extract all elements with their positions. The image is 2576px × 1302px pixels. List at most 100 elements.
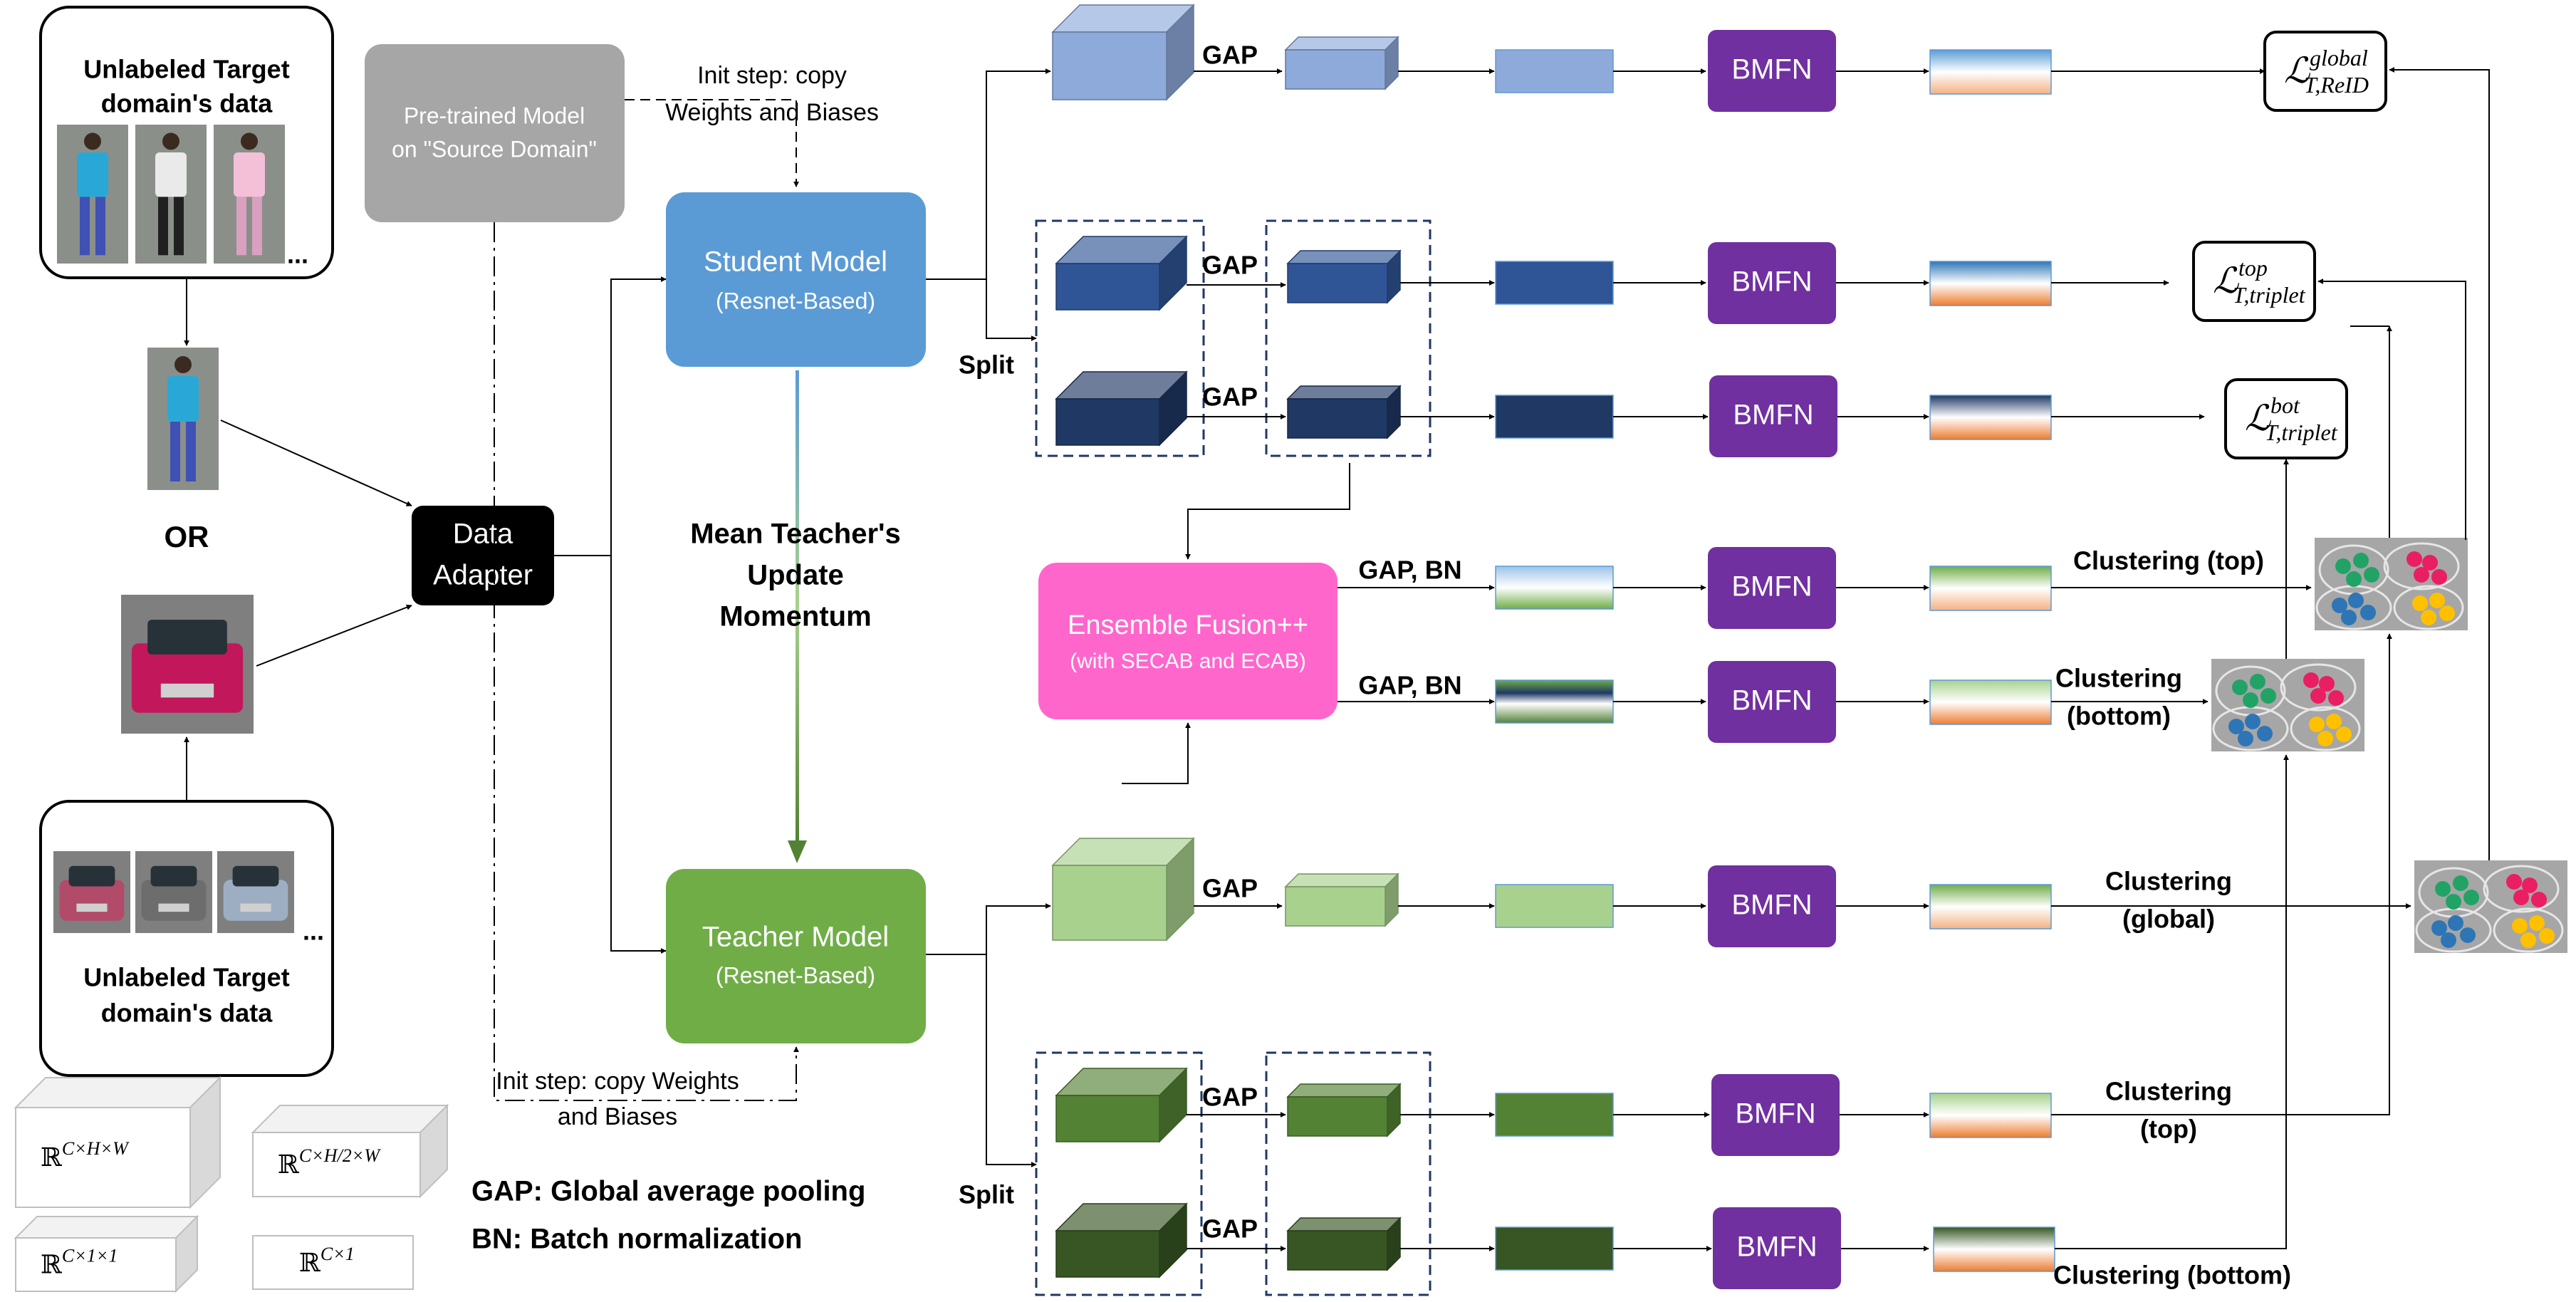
ensemble-fusion-box — [1038, 563, 1337, 719]
cluster-global-image-point-1 — [2453, 875, 2468, 891]
cluster-top-image-point-14 — [2421, 610, 2436, 625]
teacher-top-pooled-front — [1287, 1096, 1388, 1137]
loss-top-triplet-frame — [2192, 241, 2316, 322]
fusion-top-bmfn-label: BMFN — [1731, 571, 1812, 603]
teacher-bottom-bmfn — [1713, 1207, 1841, 1289]
cluster-top2-label-line2: (top) — [2140, 1115, 2197, 1144]
person-photo-2-head — [162, 132, 179, 150]
teacher-split-dashed-box — [1035, 1051, 1203, 1296]
teacher-top-pooled — [1286, 1083, 1402, 1137]
cluster-bottom-image-point-9 — [2245, 714, 2260, 729]
data-adapter-label-line2: Adapter — [433, 560, 533, 591]
person-photo-2-leg-l — [158, 197, 168, 256]
loss-global-reid-frame — [2263, 31, 2387, 112]
legend-cube-chw-front — [15, 1107, 191, 1208]
person-photo-1 — [57, 125, 128, 264]
legend-cube-ch2w-top — [251, 1105, 449, 1133]
legend-gap-definition: GAP: Global average pooling — [471, 1176, 865, 1207]
legend-cube-c11-front — [15, 1237, 177, 1292]
teacher-global-pooled — [1284, 873, 1399, 927]
teacher-model-box — [666, 869, 926, 1043]
arrow-vehicle-to-adapter — [256, 604, 412, 667]
cluster-bottom-image-point-10 — [2238, 731, 2253, 746]
student-bottom-vector — [1495, 395, 1614, 439]
student-top-cube-front — [1055, 263, 1160, 311]
arrow-student-features-to-fusion — [1185, 463, 1350, 560]
vehicle-photo-2-body — [141, 880, 207, 921]
cluster-global-image-point-8 — [2431, 920, 2447, 936]
momentum-arrow-shaft — [796, 370, 799, 840]
student-bottom-pooled — [1286, 385, 1402, 439]
cluster-top-image-point-0 — [2335, 558, 2351, 574]
vehicle-panel-title-line1: Unlabeled Target — [83, 963, 289, 992]
student-gap-dashed-box — [1265, 219, 1432, 457]
person-panel-ellipsis: ... — [287, 240, 308, 269]
teacher-top-vector — [1495, 1093, 1614, 1137]
person-photo-3-leg-r — [252, 197, 262, 256]
student-global-output — [1929, 49, 2052, 95]
vehicle-photo-1-windshield — [68, 865, 115, 887]
student-top-vector — [1495, 261, 1614, 305]
fusion-bottom-bmfn — [1708, 661, 1836, 743]
student-global-bmfn-label: BMFN — [1731, 54, 1812, 85]
cluster-bottom-image-point-5 — [2319, 676, 2335, 692]
student-model-box — [666, 192, 926, 367]
arrow-cluster-global-to-global-loss — [2389, 67, 2490, 860]
cluster-bottom-image-point-2 — [2243, 692, 2258, 708]
cluster-bottom-image-point-4 — [2303, 672, 2319, 688]
teacher-global-vector — [1495, 884, 1614, 928]
arrow-init-to-teacher — [494, 222, 799, 1101]
pretrained-label-line2: on "Source Domain" — [392, 136, 597, 162]
person-photo-2-leg-r — [174, 197, 184, 256]
cluster-top-image-point-5 — [2422, 555, 2438, 571]
student-top-pooled — [1286, 249, 1402, 304]
cluster-top-image-group-3 — [2393, 585, 2464, 630]
student-bottom-gap-label: GAP — [1202, 382, 1258, 412]
arrow-teacher-features-to-fusion — [1122, 722, 1191, 784]
cluster-bottom-label-line1: Clustering — [2055, 664, 2182, 693]
vehicle-photo-selected — [121, 595, 254, 734]
teacher-bottom-cube — [1055, 1202, 1188, 1278]
student-global-pooled — [1284, 36, 1399, 90]
vehicle-photo-3-grille — [240, 903, 271, 912]
person-photo-selected-leg-l — [170, 422, 180, 481]
legend-cube-c11-top — [14, 1216, 199, 1239]
teacher-global-bmfn-label: BMFN — [1731, 890, 1812, 921]
person-photo-3-head — [241, 132, 258, 150]
cluster-top-label: Clustering (top) — [2073, 546, 2264, 576]
loss-bot-triplet-frame — [2224, 378, 2348, 459]
cluster-top-image-point-12 — [2412, 595, 2428, 611]
arrow-cluster-top-to-top-loss — [2317, 278, 2466, 540]
teacher-top-output — [1929, 1093, 2052, 1138]
cluster-bottom-image-point-12 — [2309, 717, 2325, 732]
ensemble-fusion-title: Ensemble Fusion++ — [1068, 610, 1308, 640]
fusion-top-bmfn — [1708, 547, 1836, 629]
cluster-global-image-point-11 — [2460, 927, 2476, 943]
legend-cube-c11: ℝC×1×1 — [14, 1214, 199, 1293]
student-global-bmfn — [1708, 30, 1836, 112]
student-bottom-cube-front — [1055, 398, 1160, 446]
cluster-bottom-image-point-0 — [2232, 679, 2248, 695]
student-top-gap-label: GAP — [1202, 251, 1258, 280]
cluster-top-image-point-3 — [2364, 567, 2379, 583]
person-photo-selected-leg-r — [186, 422, 196, 481]
cluster-top-image-point-4 — [2406, 551, 2422, 567]
teacher-global-output — [1929, 884, 2052, 929]
cluster-top-image-point-8 — [2332, 598, 2347, 613]
cluster-global-image-point-3 — [2463, 890, 2479, 905]
vehicle-panel-ellipsis: ... — [303, 917, 324, 946]
student-model-subtitle: (Resnet-Based) — [716, 288, 875, 313]
momentum-label-line3: Momentum — [719, 601, 871, 632]
vehicle-photo-3-body — [223, 880, 288, 921]
cluster-top-image-point-10 — [2341, 610, 2357, 625]
legend-cube-chw: ℝC×H×W — [14, 1076, 222, 1209]
person-photo-2 — [135, 125, 207, 264]
momentum-label-line1: Mean Teacher's — [690, 519, 901, 550]
cluster-top-image-point-13 — [2429, 593, 2445, 608]
student-global-pooled-top — [1284, 36, 1399, 51]
student-model-title: Student Model — [704, 246, 887, 278]
cluster-global-image-point-13 — [2529, 915, 2545, 931]
init-bottom-line1: Init step: copy Weights — [496, 1068, 739, 1095]
